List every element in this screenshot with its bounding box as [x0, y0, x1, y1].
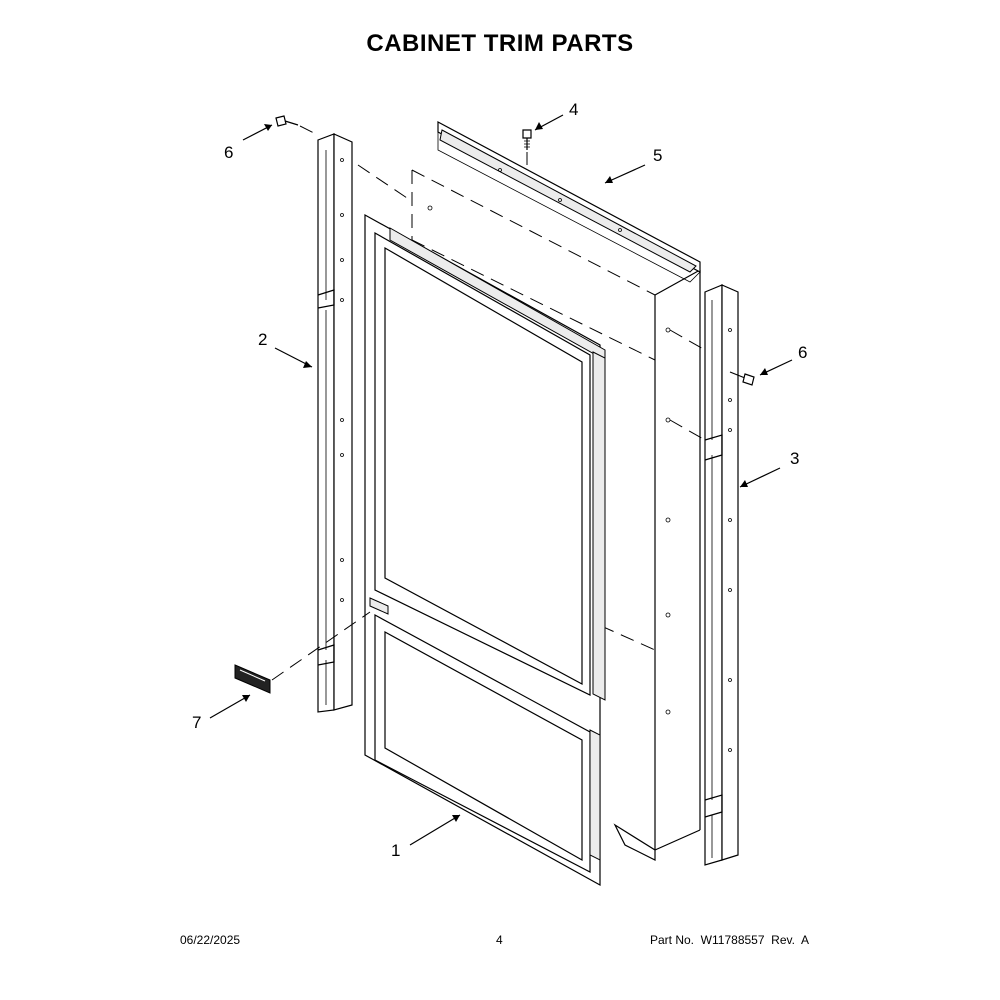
screw-part-6-right: [729, 371, 755, 386]
callout-arrows: [209, 114, 793, 846]
footer-part-number: Part No. W11788557 Rev. A: [650, 933, 809, 947]
callout-7: 7: [192, 713, 201, 732]
top-trim-part-5: [437, 120, 701, 283]
screw-part-6-left: [275, 115, 317, 135]
callout-5: 5: [653, 146, 662, 165]
footer-date: 06/22/2025: [180, 933, 241, 947]
callout-1: 1: [391, 841, 400, 860]
badge-part-7: [234, 611, 371, 694]
callout-2: 2: [258, 330, 267, 349]
callout-4: 4: [569, 100, 578, 119]
left-side-trim-part-2: [317, 133, 411, 713]
callout-6-right: 6: [798, 343, 807, 362]
page-title: CABINET TRIM PARTS: [366, 30, 634, 57]
footer-page-number: 4: [496, 933, 503, 947]
callout-3: 3: [790, 449, 799, 468]
door-panel-part-1: [364, 213, 606, 887]
right-side-trim-part-3: [669, 284, 739, 866]
screw-part-4: [522, 129, 532, 165]
callout-6-left: 6: [224, 143, 233, 162]
